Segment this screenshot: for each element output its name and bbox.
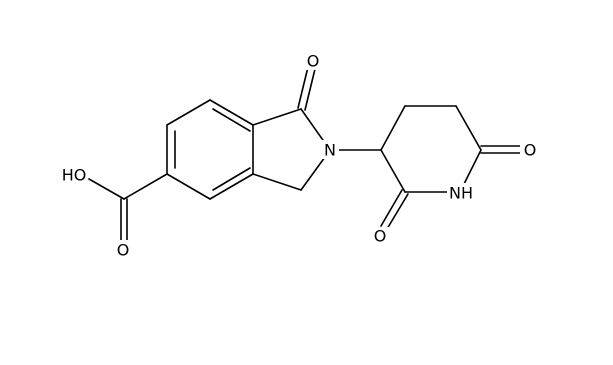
atom-imide-nh: NH: [447, 183, 475, 203]
bond-imide-carbonyl-bottom-a: [380, 189, 403, 227]
imide-oxygen-right-label: O: [524, 141, 537, 160]
bond-imide-6: [380, 149, 406, 193]
bond-benzene-2: [209, 99, 254, 126]
atom-label-layer: O N O NH O HO: [58, 52, 539, 260]
bond-lactam-carbonyl-b: [304, 68, 316, 111]
imide-oxygen-bottom-label: O: [374, 227, 387, 246]
ring-nitrogen-label: N: [324, 141, 336, 160]
bond-imide-4: [463, 149, 482, 185]
acid-carbonyl-oxygen-label: O: [117, 241, 130, 260]
bond-benzene-4-inner: [212, 167, 251, 191]
bond-imide-1: [380, 105, 406, 151]
bond-lactam-carbonyl-a: [297, 66, 309, 109]
atom-acid-carbonyl-oxygen: O: [113, 240, 132, 260]
bond-benzene-5: [166, 173, 211, 200]
bond-benzene-1: [166, 99, 211, 126]
bond-acid-oh: [88, 178, 125, 200]
bond-lactam-1: [252, 108, 302, 126]
atom-acid-hydroxyl: HO: [58, 165, 88, 185]
bond-lactam-4: [252, 173, 302, 191]
carbonyl-oxygen-label: O: [307, 52, 320, 71]
bond-acid-c: [123, 173, 168, 200]
atom-imide-oxygen-bottom: O: [370, 227, 389, 246]
bond-imide-3: [455, 105, 482, 151]
atom-carbonyl-oxygen: O: [304, 52, 322, 71]
bond-lactam-3: [300, 156, 326, 191]
bond-benzene-4: [209, 173, 254, 200]
acid-hydroxyl-label: HO: [62, 166, 87, 185]
imide-nh-label: NH: [449, 184, 473, 203]
bond-benzene-2-inner: [212, 108, 251, 132]
bond-imide-carbonyl-bottom-b: [386, 193, 409, 230]
atom-imide-oxygen-right: O: [520, 141, 539, 160]
bond-layer: [88, 66, 521, 241]
bond-lactam-2: [300, 108, 326, 144]
atom-ring-nitrogen: N: [321, 140, 339, 160]
